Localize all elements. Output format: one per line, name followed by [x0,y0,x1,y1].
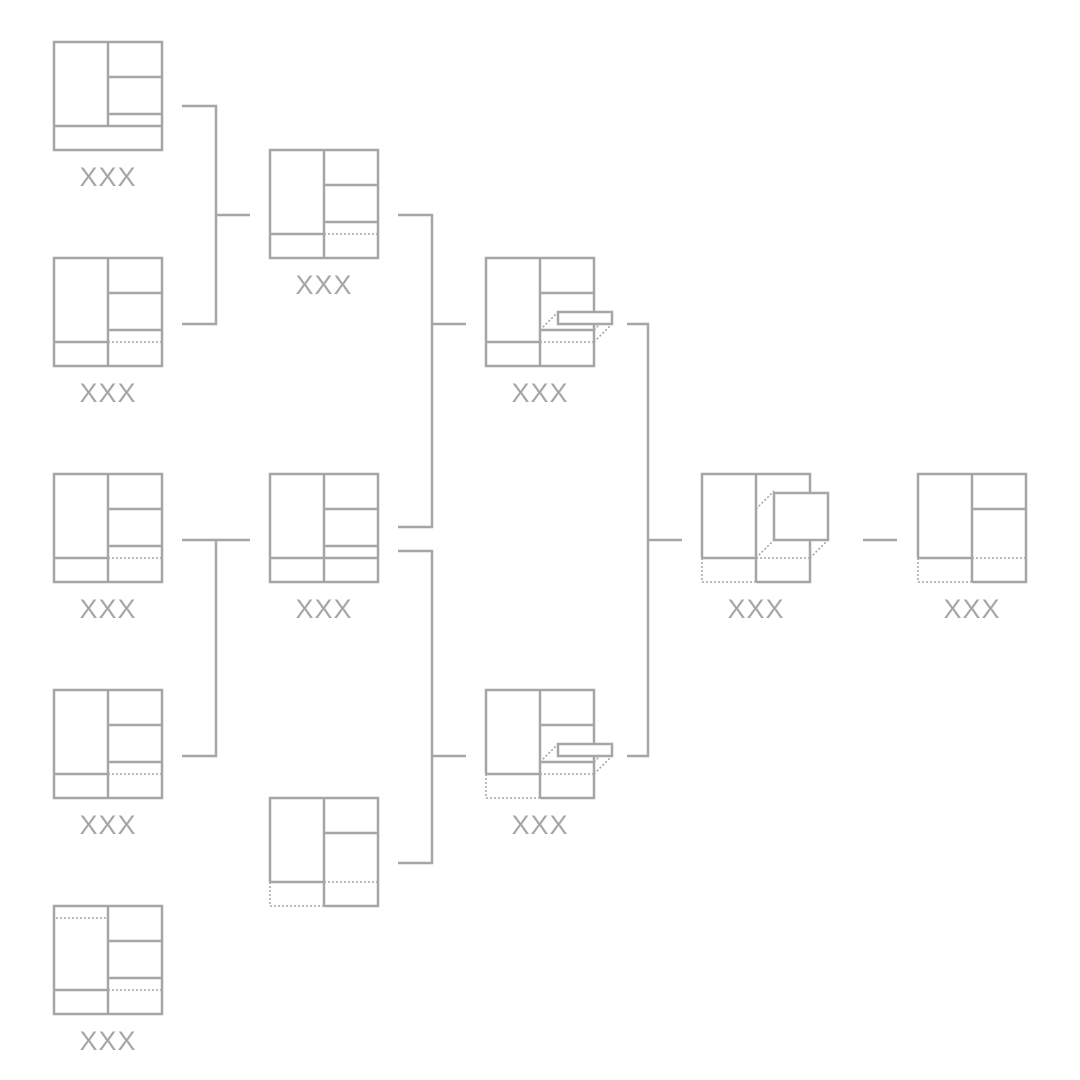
cabinet-c2-r3 [268,796,380,908]
label-c1-r4: XXX [79,810,137,840]
cabinet-c2-r1 [268,148,380,260]
connector-4 [398,549,466,865]
cabinet-c1-r1 [52,40,164,152]
label-c1-r5: XXX [79,1026,137,1056]
label-c3-r2: XXX [511,810,569,840]
label-c1-r3: XXX [79,594,137,624]
cabinet-c4 [700,472,830,584]
cabinet-c1-r4 [52,688,164,800]
connector-2 [182,538,250,758]
cabinet-c3-r1 [484,256,614,368]
connector-5 [627,322,682,758]
connector-3 [398,213,466,529]
label-c2-r2: XXX [295,594,353,624]
cabinet-c5 [916,472,1028,584]
label-c4: XXX [727,594,785,624]
label-c2-r1: XXX [295,270,353,300]
connector-1 [182,104,250,326]
label-c3-r1: XXX [511,378,569,408]
cabinet-c1-r3 [52,472,164,584]
label-c5: XXX [943,594,1001,624]
cabinet-c3-r2 [484,688,614,800]
label-c1-r2: XXX [79,378,137,408]
cabinet-c1-r2 [52,256,164,368]
cabinet-c1-r5 [52,904,164,1016]
label-c1-r1: XXX [79,162,137,192]
cabinet-c2-r2 [268,472,380,584]
